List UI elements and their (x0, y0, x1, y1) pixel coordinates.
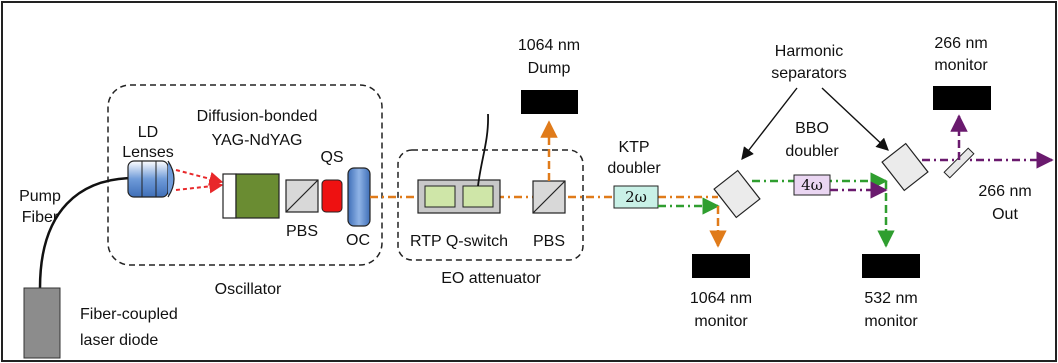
fiber-coupled-diode (23, 287, 61, 359)
yag-undoped-segment (222, 173, 237, 219)
monitor-532-label: monitor (864, 313, 918, 330)
diode-label: Fiber-coupled (80, 306, 178, 323)
qs-label: QS (320, 149, 343, 166)
pbs-oscillator-label: PBS (286, 223, 318, 240)
uv-pickoff-window (943, 147, 975, 179)
monitor-266-label: monitor (934, 57, 988, 74)
diode-label: laser diode (80, 332, 158, 349)
monitor-532-block (862, 254, 920, 278)
output-266-label: 266 nm (978, 183, 1031, 200)
oc-label: OC (346, 232, 370, 249)
yag-ndyag-label: YAG-NdYAG (212, 132, 303, 149)
pbs-eo-label: PBS (533, 233, 565, 250)
bbo-doubler-label: BBO (795, 120, 829, 137)
rtp-q-switch-label: RTP Q-switch (410, 233, 508, 250)
monitor-1064-block (692, 254, 750, 278)
dump-1064-label: 1064 nm (518, 37, 580, 54)
harmonic-arrow-2 (821, 87, 889, 151)
dump-1064-label: Dump (528, 60, 571, 77)
pump-fiber (38, 176, 136, 289)
ld-lenses-label: LD (138, 124, 158, 141)
monitor-1064-label: 1064 nm (690, 290, 752, 307)
harmonic-separators-label: Harmonic (775, 43, 843, 60)
diffusion-bonded-label: Diffusion-bonded (197, 108, 318, 125)
monitor-1064-label: monitor (694, 313, 748, 330)
ktp-doubler-label: doubler (607, 160, 661, 177)
output-266-label: Out (992, 206, 1018, 223)
ktp-crystal (613, 185, 659, 209)
eo-attenuator-label: EO attenuator (441, 270, 541, 287)
qs-element (321, 179, 343, 213)
rtp-q-switch (417, 179, 501, 214)
harmonic-separators-label: separators (771, 65, 847, 82)
ndyag-gain-crystal (235, 173, 280, 219)
eo-attenuator-box (397, 149, 584, 261)
eo-pbs-cube (532, 180, 566, 214)
two-omega-label: 2ω (625, 188, 647, 206)
monitor-266-label: 266 nm (934, 35, 987, 52)
oscillator-box (107, 84, 383, 266)
monitor-266-block (933, 86, 991, 110)
harmonic-arrow-1 (741, 87, 798, 160)
ld-lenses (127, 160, 175, 198)
four-omega-label: 4ω (801, 176, 823, 194)
output-coupler (347, 167, 371, 227)
oscillator-pbs-cube (285, 179, 319, 213)
bbo-doubler-label: doubler (785, 143, 839, 160)
dump-1064-block (521, 90, 578, 114)
bbo-crystal (793, 174, 831, 196)
ktp-doubler-label: KTP (618, 139, 649, 156)
harmonic-separator-1 (713, 169, 761, 219)
pump-fiber-label: Fiber (22, 209, 59, 226)
pump-beam (175, 169, 224, 194)
ld-lenses-label: Lenses (122, 144, 174, 161)
monitor-532-label: 532 nm (864, 290, 917, 307)
rtp-drive-cable (477, 113, 489, 187)
oscillator-label: Oscillator (215, 281, 282, 298)
pump-fiber-label: Pump (19, 188, 61, 205)
harmonic-separator-2 (881, 142, 929, 192)
